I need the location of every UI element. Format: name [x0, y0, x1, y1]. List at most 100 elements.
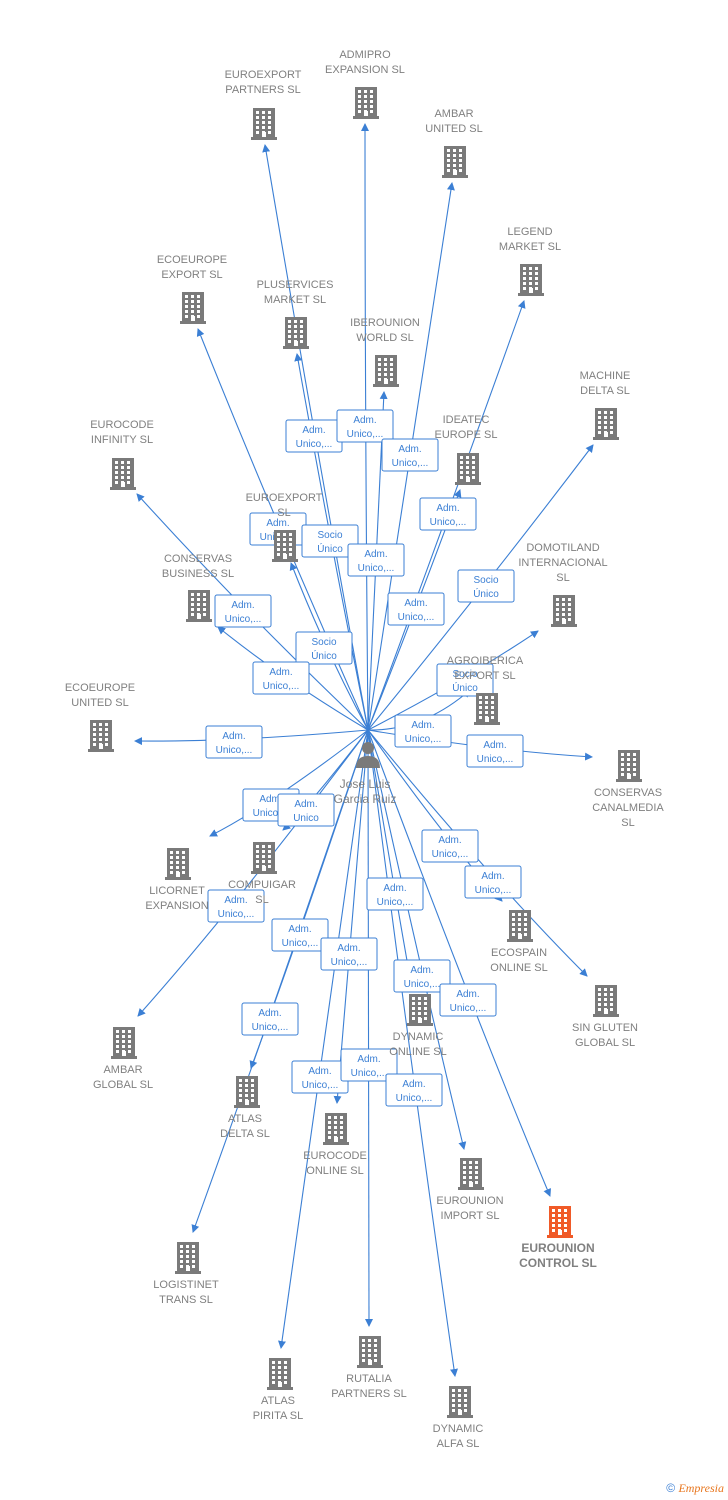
company-name-line: MARKET SL [264, 294, 326, 306]
company-name-line: EUROUNION [436, 1195, 503, 1207]
company-name-line: AGROIBERICA [447, 655, 524, 667]
building-icon [518, 264, 544, 296]
edge-label-line: Único [311, 649, 337, 662]
edge-label-line: Adm. [294, 799, 317, 810]
edge-label-line: Adm. [383, 883, 406, 894]
edge-label-conservas-canalmedia[interactable]: Adm.Unico,... [466, 734, 524, 768]
edge-label-sin-gluten-global[interactable]: Adm.Unico,... [464, 865, 522, 899]
center-name-line-2: Garcia Ruiz [334, 792, 397, 806]
edge-label-compuigar[interactable]: Adm.Unico [277, 793, 335, 827]
company-name-line: EUROCODE [90, 419, 154, 431]
building-icon [407, 994, 433, 1026]
edge-label-eurounion-import[interactable]: Adm.Unico,... [393, 959, 451, 993]
edge-label-line: Adm. [404, 598, 427, 609]
edge-label-line: Unico,... [252, 1022, 289, 1033]
edge-label-ecospain-online[interactable]: Adm.Unico,... [421, 829, 479, 863]
edge-label-line: Socio [473, 575, 498, 586]
edge-label-rutalia-partners[interactable]: Adm.Unico,... [340, 1048, 398, 1082]
building-icon [474, 693, 500, 725]
edge-label-conservas-business[interactable]: Adm.Unico,... [252, 661, 310, 695]
edge-label-line: Adm. [357, 1054, 380, 1065]
edge-label-line: Unico,... [331, 957, 368, 968]
company-name-line: EUROPE SL [435, 429, 498, 441]
building-icon [442, 146, 468, 178]
edge-label-eurocode-online[interactable]: Adm. Unico,... [320, 937, 378, 971]
center-person-node[interactable]: Jose Luis Garcia Ruiz [334, 742, 397, 806]
edge-label-line: Unico,... [398, 612, 435, 623]
edge-label-agroiberica[interactable]: Adm.Unico,... [394, 714, 452, 748]
edge-label-legend-market[interactable]: Adm.Unico,... [419, 497, 477, 531]
edge-label-admipro-expansion[interactable]: Adm.Unico,... [336, 409, 394, 443]
edge-label-iberounion-world[interactable]: Adm.Unico,... [347, 543, 405, 577]
edge-label-eurocode-infinity[interactable]: Adm.Unico,... [214, 594, 272, 628]
edge-label-ambar-united[interactable]: Adm.Unico,... [381, 438, 439, 472]
company-name-line: ECOEUROPE [65, 682, 135, 694]
building-icon [616, 750, 642, 782]
edge-line-dynamic-online [367, 729, 414, 984]
company-name-line: UNITED SL [425, 123, 482, 135]
edge-line-eurounion-import [367, 729, 467, 1150]
edge-label-line: Único [452, 681, 478, 694]
company-name-line: EUROEXPORT [246, 492, 323, 504]
building-icon [234, 1076, 260, 1108]
edge-label-atlas-delta[interactable]: Adm.Unico,... [271, 918, 329, 952]
edge-label-line: Adm. [288, 924, 311, 935]
edge-label-dynamic-online[interactable]: Adm.Unico,... [366, 877, 424, 911]
edge-label-ambar-global[interactable]: Adm.Unico,... [207, 889, 265, 923]
edge-label-ideatec-europe[interactable]: Adm. Unico,... [387, 592, 445, 626]
building-icon [110, 458, 136, 490]
company-name-line: DOMOTILAND [526, 542, 599, 554]
company-name-line: IBEROUNION [350, 317, 420, 329]
edge-label-line: Unico,... [225, 614, 262, 625]
edge-label-line: Unico,... [392, 458, 429, 469]
edge-label-line: Adm. [337, 943, 360, 954]
edge-label-euroexport-partners[interactable]: Adm.Unico,... [285, 419, 343, 453]
edge-label-ecoeurope-united[interactable]: Adm.Unico,... [205, 725, 263, 759]
edge-line-rutalia-partners [364, 729, 373, 1327]
edge-line-dynamic-alfa [367, 729, 458, 1377]
edge-label-line: Unico,... [347, 429, 384, 440]
company-name-line: CONSERVAS [164, 553, 232, 565]
edge-label-line: Adm. [410, 965, 433, 976]
edge-label-logistinet-trans[interactable]: Adm.Unico,... [241, 1002, 299, 1036]
footer-brand[interactable]: © Empresia [666, 1481, 724, 1496]
building-icon [547, 1206, 573, 1238]
edge-label-atlas-pirita[interactable]: Adm.Unico,... [291, 1060, 349, 1094]
edge-label-dynamic-alfa[interactable]: Adm.Unico,... [385, 1073, 443, 1107]
edge-label-eurounion-control[interactable]: Adm.Unico,... [439, 983, 497, 1017]
